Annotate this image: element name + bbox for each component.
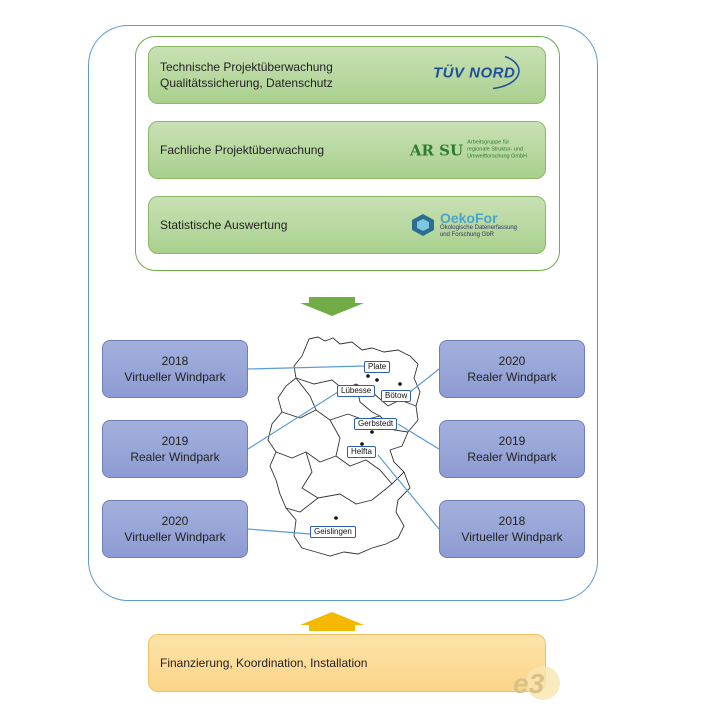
windpark-box-right-1: 2020 Realer Windpark <box>439 340 585 398</box>
oekofor-logo: OekoFor Ökologische Datenerfassung und F… <box>410 211 517 239</box>
windpark-year: 2018 <box>498 514 526 528</box>
up-arrow-icon <box>300 612 364 631</box>
oekofor-name: OekoFor <box>439 210 498 226</box>
windpark-year: 2019 <box>498 434 526 448</box>
windpark-type: Realer Windpark <box>467 370 557 384</box>
site-pin-geislingen: Geislingen <box>310 526 356 538</box>
site-pin-plate: Plate <box>364 361 391 373</box>
down-arrow-icon <box>300 297 364 316</box>
technical-monitoring-box: Technische Projektüberwachung Qualitätss… <box>148 46 546 104</box>
windpark-type: Virtueller Windpark <box>124 530 226 544</box>
site-pin-luebesse: Lübesse <box>337 385 376 397</box>
tuv-nord-logo: TÜV NORD <box>433 53 525 98</box>
germany-map <box>267 336 421 557</box>
windpark-box-left-1: 2018 Virtueller Windpark <box>102 340 248 398</box>
box-label: Technische Projektüberwachung Qualitätss… <box>160 60 333 90</box>
site-pin-gerbstedt: Gerbstedt <box>354 418 398 430</box>
oekofor-subtitle: Ökologische Datenerfassung und Forschung… <box>439 225 517 238</box>
site-dots <box>334 374 402 520</box>
windpark-type: Realer Windpark <box>130 450 220 464</box>
arsu-logo: AR SU Arbeitsgruppe für regionale Strukt… <box>410 140 527 161</box>
windpark-box-left-3: 2020 Virtueller Windpark <box>102 500 248 558</box>
windpark-type: Virtueller Windpark <box>461 530 563 544</box>
box-label: Finanzierung, Koordination, Installation <box>160 656 368 670</box>
windpark-box-right-2: 2019 Realer Windpark <box>439 420 585 478</box>
windpark-type: Virtueller Windpark <box>124 370 226 384</box>
windpark-box-right-3: 2018 Virtueller Windpark <box>439 500 585 558</box>
windpark-year: 2018 <box>161 354 189 368</box>
box-label: Fachliche Projektüberwachung <box>160 143 325 157</box>
arsu-text: Arbeitsgruppe für regionale Struktur- un… <box>467 139 527 160</box>
tuv-nord-swoosh-icon <box>492 55 520 90</box>
e3-logo-icon: e3 <box>513 666 560 700</box>
box-label: Statistische Auswertung <box>160 218 288 232</box>
windpark-box-left-2: 2019 Realer Windpark <box>102 420 248 478</box>
windpark-year: 2020 <box>498 354 526 368</box>
windpark-type: Realer Windpark <box>467 450 557 464</box>
svg-text:e3: e3 <box>513 668 545 699</box>
windpark-year: 2020 <box>161 514 189 528</box>
site-pin-boetow: Bötow <box>381 390 412 402</box>
professional-monitoring-box: Fachliche Projektüberwachung AR SU Arbei… <box>148 121 546 179</box>
windpark-year: 2019 <box>161 434 189 448</box>
monitoring-group-frame <box>135 36 560 271</box>
outer-frame <box>88 25 598 601</box>
site-pin-helfta: Helfta <box>347 446 376 458</box>
hexagon-icon <box>410 213 436 237</box>
arsu-mark: AR SU <box>409 141 464 159</box>
statistics-box: Statistische Auswertung OekoFor Ökologis… <box>148 196 546 254</box>
connector-lines <box>247 365 440 535</box>
funding-box: Finanzierung, Koordination, Installation… <box>148 634 560 700</box>
